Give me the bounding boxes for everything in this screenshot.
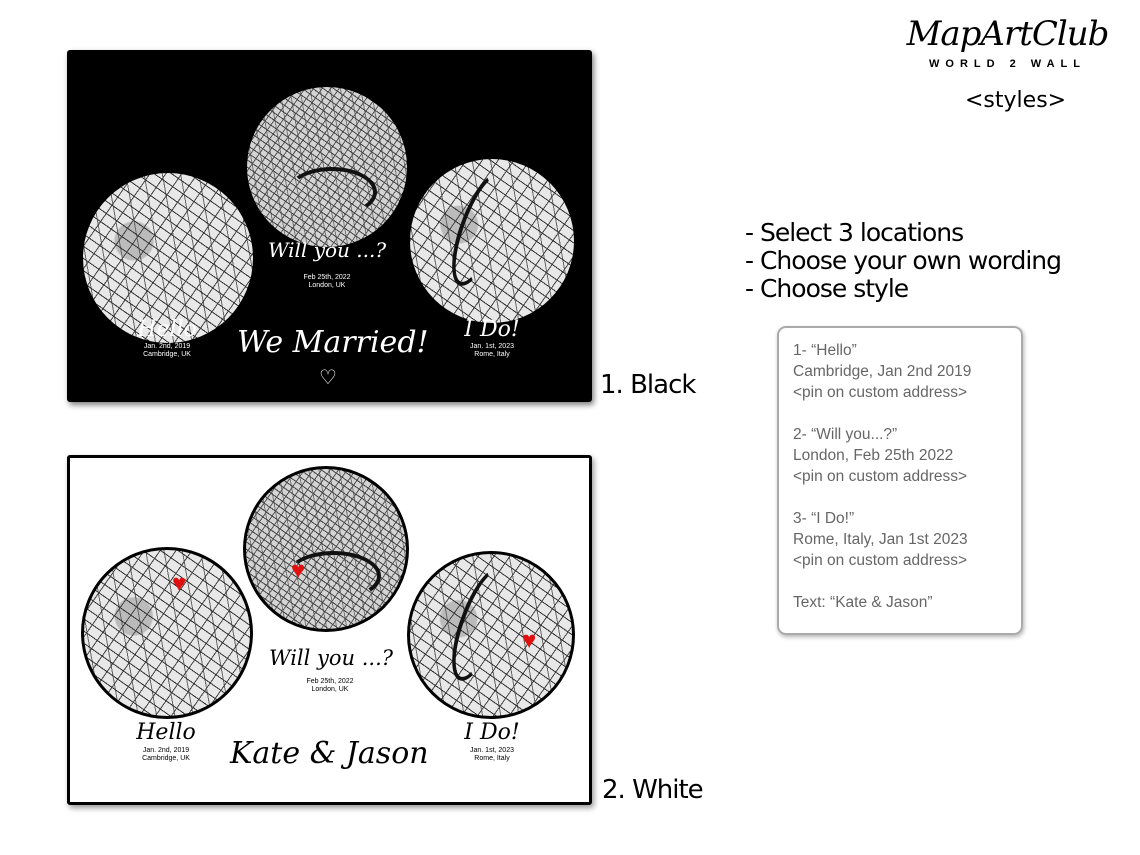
bullet-choose-wording: - Choose your own wording [745, 246, 1062, 275]
date-rome: Jan. 1st, 2023 [470, 747, 514, 754]
map-rome: ♥ [407, 551, 575, 719]
map-london: ♥ [243, 466, 409, 632]
logo: MapArtClub WORLD 2 WALL [900, 12, 1115, 70]
map-cambridge [83, 173, 253, 343]
logo-script: MapArtClub [906, 14, 1110, 54]
info-line [793, 403, 1007, 424]
info-line: Cambridge, Jan 2nd 2019 [793, 363, 972, 380]
info-line: <pin on custom address> [793, 384, 968, 401]
title-hello: Hello [137, 317, 197, 342]
info-line: 1- “Hello” [793, 342, 857, 359]
title-i-do: I Do! [464, 720, 520, 745]
place-cambridge: Cambridge, UK [142, 755, 190, 762]
info-line: Rome, Italy, Jan 1st 2023 [793, 531, 968, 548]
bullet-choose-style: - Choose style [745, 274, 909, 303]
bullet-select-locations: - Select 3 locations [745, 218, 964, 247]
place-cambridge: Cambridge, UK [143, 351, 191, 358]
info-line: <pin on custom address> [793, 468, 968, 485]
poster-white: ♥ ♥ ♥ Will you ...? Feb 25th, 2022 Londo… [67, 455, 592, 805]
label-black: 1. Black [600, 370, 696, 400]
info-line [793, 571, 1007, 592]
date-rome: Jan. 1st, 2023 [470, 343, 514, 350]
main-text: We Married! [237, 325, 429, 360]
heart-crown-icon: ♡ [319, 367, 337, 389]
place-london: London, UK [308, 282, 346, 289]
poster-black: Will you ...? Feb 25th, 2022 London, UK … [67, 50, 592, 402]
label-white: 2. White [602, 775, 704, 805]
info-line [793, 487, 1007, 508]
place-rome: Rome, Italy [474, 755, 510, 762]
title-i-do: I Do! [464, 317, 520, 342]
info-line: 3- “I Do!” [793, 510, 855, 527]
title-will-you: Will you ...? [267, 238, 387, 262]
styles-heading: <styles> [965, 88, 1067, 113]
map-cambridge: ♥ [81, 547, 253, 719]
pin-heart-icon: ♥ [172, 570, 187, 597]
logo-tagline: WORLD 2 WALL [929, 58, 1086, 70]
map-rome [410, 159, 574, 323]
map-london [247, 87, 407, 247]
info-line: London, Feb 25th 2022 [793, 447, 954, 464]
date-london: Feb 25th, 2022 [303, 274, 351, 281]
date-cambridge: Jan. 2nd, 2019 [143, 343, 191, 350]
info-line: <pin on custom address> [793, 552, 968, 569]
info-box: 1- “Hello” Cambridge, Jan 2nd 2019 <pin … [777, 326, 1023, 635]
place-london: London, UK [311, 686, 349, 693]
info-line: 2- “Will you...?” [793, 426, 898, 443]
info-line: Text: “Kate & Jason” [793, 594, 933, 611]
date-cambridge: Jan. 2nd, 2019 [142, 747, 190, 754]
pin-heart-icon: ♥ [291, 557, 306, 584]
title-hello: Hello [136, 720, 196, 745]
pin-heart-icon: ♥ [522, 627, 537, 654]
date-london: Feb 25th, 2022 [306, 678, 354, 685]
title-will-you: Will you ...? [268, 646, 394, 670]
place-rome: Rome, Italy [474, 351, 510, 358]
main-text: Kate & Jason [230, 736, 429, 771]
